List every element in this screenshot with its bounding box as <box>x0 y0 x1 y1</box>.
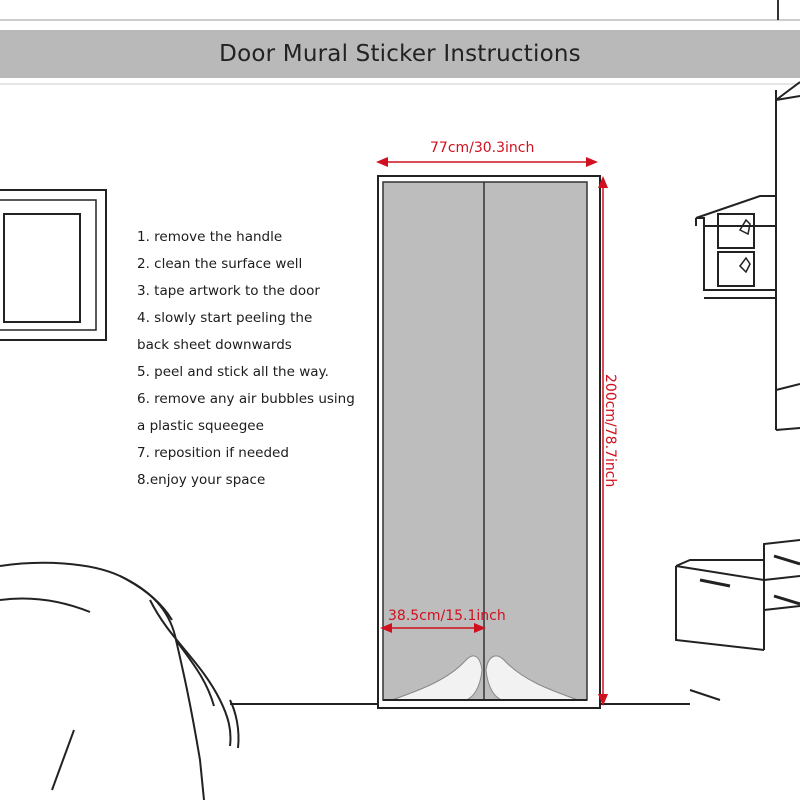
instruction-line: 4. slowly start peeling the <box>137 310 313 326</box>
wall-cabinet <box>775 81 800 431</box>
shelf-vases <box>738 218 751 274</box>
instruction-line: 7. reposition if needed <box>137 445 289 461</box>
height-dimension-arrow <box>598 176 608 706</box>
instruction-line: back sheet downwards <box>137 337 292 353</box>
door <box>377 175 601 709</box>
half-width-dimension-label: 38.5cm/15.1inch <box>388 608 506 624</box>
instruction-line: 5. peel and stick all the way. <box>137 364 329 380</box>
instruction-line: 2. clean the surface well <box>137 256 303 272</box>
instruction-line: 8.enjoy your space <box>137 472 266 488</box>
wall-picture-frame <box>0 189 107 341</box>
height-dimension-label: 200cm/78.7inch <box>602 374 618 488</box>
half-width-dimension-arrow <box>380 623 486 633</box>
title-banner: Door Mural Sticker Instructions <box>0 30 800 78</box>
width-dimension-label: 77cm/30.3inch <box>430 140 535 156</box>
instruction-line: 1. remove the handle <box>137 229 283 245</box>
instruction-list: 1. remove the handle 2. clean the surfac… <box>137 224 387 494</box>
instruction-line: 6. remove any air bubbles using <box>137 391 355 407</box>
wall-shelf <box>695 195 776 299</box>
page-title: Door Mural Sticker Instructions <box>219 41 581 67</box>
dresser <box>675 539 800 701</box>
peeled-corner-left <box>391 655 483 701</box>
width-dimension-arrow <box>376 157 598 167</box>
instruction-line: a plastic squeegee <box>137 418 264 434</box>
bed <box>0 561 240 800</box>
instruction-line: 3. tape artwork to the door <box>137 283 320 299</box>
peeled-corner-right <box>485 655 579 701</box>
